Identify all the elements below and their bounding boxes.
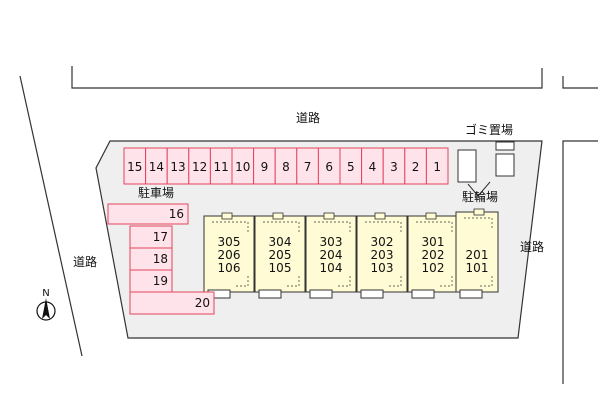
road-edge-top: [71, 66, 543, 89]
unit-number: 202: [422, 248, 445, 262]
parking-space-number: 1: [433, 160, 441, 174]
unit-number: 305: [218, 235, 241, 249]
building-group: 3052061063042051053032041043022031033012…: [203, 208, 499, 299]
entry-step: [459, 289, 483, 299]
interior-dashed-line: [314, 221, 351, 232]
garbage-enclosure: [495, 153, 515, 177]
north-arrow: N: [36, 288, 56, 321]
unit-number: 205: [269, 248, 292, 262]
parking-space-number: 7: [304, 160, 312, 174]
north-label: N: [42, 288, 49, 299]
interior-dashed-line: [285, 276, 300, 287]
north-arrow-icon: [42, 298, 50, 319]
parking-space-number: 17: [153, 230, 168, 244]
interior-dashed-line: [365, 221, 402, 232]
unit-number: 105: [269, 261, 292, 275]
entry-step: [258, 289, 282, 299]
unit-number: 102: [422, 261, 445, 275]
interior-dashed-line: [212, 221, 249, 232]
parking-space-number: 14: [149, 160, 164, 174]
parking-space-number: 11: [214, 160, 229, 174]
building-unit: [254, 215, 306, 293]
bicycle-rack: [457, 149, 477, 183]
parking-space-number: 15: [127, 160, 142, 174]
garbage-label: ゴミ置場: [465, 122, 513, 137]
parking-space-number: 8: [282, 160, 290, 174]
parking-space-number: 10: [235, 160, 250, 174]
parking-space-number: 12: [192, 160, 207, 174]
parking-space-number: 20: [195, 296, 210, 310]
unit-number: 106: [218, 261, 241, 275]
parking-space-number: 16: [169, 207, 184, 221]
road-edge-left: [19, 75, 83, 357]
entrance-notch: [221, 212, 233, 220]
interior-dashed-line: [478, 276, 493, 287]
parking-space-number: 6: [325, 160, 333, 174]
parking-space: [425, 147, 449, 185]
unit-number: 206: [218, 248, 241, 262]
parking-space: [107, 203, 189, 225]
interior-dashed-line: [336, 276, 351, 287]
building-unit: [356, 215, 408, 293]
entrance-notch: [425, 212, 437, 220]
interior-dashed-line: [263, 221, 300, 232]
entry-step: [411, 289, 435, 299]
road-label-top: 道路: [296, 110, 320, 125]
unit-number: 104: [320, 261, 343, 275]
parking-space-number: 13: [170, 160, 185, 174]
unit-number: 304: [269, 235, 292, 249]
parking-space-number: 5: [347, 160, 355, 174]
unit-number: 203: [371, 248, 394, 262]
parking-space-number: 18: [153, 252, 168, 266]
parking-space: [129, 291, 215, 315]
road-label-right: 道路: [520, 239, 544, 254]
unit-number: 204: [320, 248, 343, 262]
road-edge-top-right: [562, 76, 598, 89]
garbage-box: [495, 141, 515, 151]
interior-dashed-line: [387, 276, 402, 287]
parking-label: 駐車場: [138, 185, 174, 200]
entrance-notch: [323, 212, 335, 220]
unit-number: 201: [466, 248, 489, 262]
entry-step: [360, 289, 384, 299]
interior-dashed-line: [438, 276, 453, 287]
unit-number: 103: [371, 261, 394, 275]
entrance-notch: [272, 212, 284, 220]
interior-dashed-line: [416, 221, 453, 232]
interior-dashed-line: [464, 217, 493, 228]
parking-space-number: 9: [261, 160, 269, 174]
unit-number: 303: [320, 235, 343, 249]
building-unit: [455, 211, 499, 293]
road-label-left: 道路: [73, 254, 97, 269]
unit-number: 301: [422, 235, 445, 249]
unit-number: 302: [371, 235, 394, 249]
parking-space-number: 3: [390, 160, 398, 174]
parking-space-number: 19: [153, 274, 168, 288]
building-unit: [203, 215, 255, 293]
road-edge-right: [562, 140, 598, 384]
interior-dashed-line: [234, 276, 249, 287]
parking-space-number: 4: [369, 160, 377, 174]
bicycle-callout: [467, 181, 491, 197]
entrance-notch: [374, 212, 386, 220]
bicycle-label: 駐輪場: [462, 189, 498, 204]
unit-number: 101: [466, 261, 489, 275]
bicycle-parking: [457, 149, 491, 197]
parking-space-number: 2: [412, 160, 420, 174]
entrance-notch: [473, 208, 485, 216]
entry-step: [309, 289, 333, 299]
garbage-area: [495, 141, 515, 177]
